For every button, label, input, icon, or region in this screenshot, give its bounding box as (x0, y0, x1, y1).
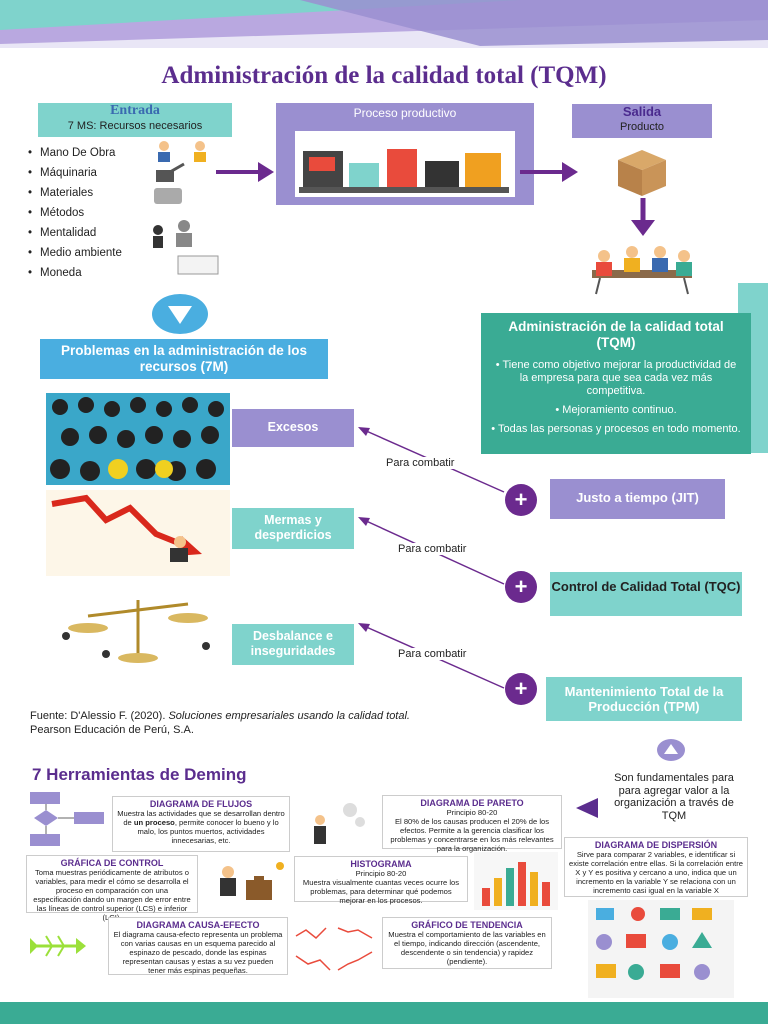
tool-histograma: Histograma Principio 80-20 Muestra visua… (294, 856, 468, 905)
trend-illustration (295, 927, 373, 971)
problem-label-excesos: Excesos (232, 409, 354, 447)
tool-title: Diagrama causa-efecto (136, 920, 260, 930)
histogram-illustration (474, 852, 558, 910)
list-item: Máquinaria (28, 163, 122, 183)
arrow-left-icon (576, 798, 598, 818)
combat-label: Para combatir (386, 457, 455, 469)
deming-title: 7 Herramientas de Deming (32, 765, 247, 784)
tool-title: Gráfica de control (60, 858, 164, 868)
tqm-bullet: • Mejoramiento continuo. (555, 404, 677, 416)
plus-icon: + (505, 571, 537, 603)
plus-icon: + (505, 484, 537, 516)
tool-subtitle: Principio 80-20 (446, 808, 498, 817)
list-item: Moneda (28, 263, 122, 283)
tqm-bullet: • Todas las personas y procesos en todo … (491, 423, 741, 435)
source-prefix: Fuente: D'Alessio F. (2020). (30, 710, 169, 722)
solution-tqc: Control de Calidad Total (TQC) (550, 572, 742, 616)
proceso-title: Proceso productivo (353, 106, 457, 120)
solution-jit: Justo a tiempo (JIT) (550, 479, 725, 519)
tqm-bullet-text: Todas las personas y procesos en todo mo… (497, 423, 741, 435)
customers-icon (592, 246, 692, 295)
salida-box: Salida Producto (572, 104, 712, 138)
problemas-title: Problemas en la administración de los re… (40, 339, 328, 379)
flowchart-icon (30, 792, 104, 846)
tool-text: El 80% de los causas producen el 20% de … (390, 817, 554, 853)
combat-label: Para combatir (398, 648, 467, 660)
resources-icons (153, 141, 219, 275)
source-publisher: Pearson Educación de Perú, S.A. (30, 724, 194, 736)
solution-tpm: Mantenimiento Total de la Producción (TP… (546, 677, 742, 721)
entrada-subtitle: 7 MS: Recursos necesarios (67, 120, 203, 132)
tool-pareto: Diagrama de Pareto Principio 80-20 El 80… (382, 795, 562, 853)
chevron-up-icon (657, 739, 685, 761)
balance-scale-image (46, 580, 230, 672)
entrada-box: Entrada 7 MS: Recursos necesarios (38, 103, 232, 137)
tool-tendencia: Gráfico de tendencia Muestra el comporta… (382, 917, 552, 969)
tool-flujos: Diagrama de flujos Muestra las actividad… (112, 796, 290, 852)
problem-label-desbalance: Desbalance e inseguridades (232, 624, 354, 665)
tool-text: Toma muestras periódicamente de atributo… (33, 868, 191, 922)
salida-title: Salida (622, 104, 662, 119)
infographic-icons (588, 900, 734, 998)
tqm-bullet-text: Mejoramiento continuo. (562, 404, 677, 416)
tqm-box: Administración de la calidad total (TQM)… (481, 313, 751, 454)
salida-subtitle: Producto (619, 121, 665, 133)
deming-side-note: Son fundamentales para para agregar valo… (614, 772, 734, 822)
list-item: Mentalidad (28, 223, 122, 243)
control-illustration (220, 862, 284, 900)
list-item: Materiales (28, 183, 122, 203)
problem-label-mermas: Mermas y desperdicios (232, 508, 354, 549)
bottom-bar (0, 1002, 768, 1024)
tool-title: Diagrama de dispersión (594, 840, 718, 850)
proceso-box: Proceso productivo (276, 103, 534, 205)
product-box-icon (618, 150, 666, 196)
fishbone-icon (30, 935, 86, 957)
chevron-down-icon (152, 294, 208, 334)
tool-title: Gráfico de tendencia (411, 920, 523, 930)
crowd-image (46, 393, 230, 485)
tool-text: Sirve para comparar 2 variables, e ident… (569, 850, 743, 895)
list-item: Medio ambiente (28, 243, 122, 263)
falling-chart-image (46, 490, 230, 576)
tool-text-bold: un proceso (133, 818, 175, 827)
source-citation: Fuente: D'Alessio F. (2020). Soluciones … (30, 709, 410, 737)
top-banner (0, 0, 768, 48)
tool-text: Muestra las actividades que se desarroll… (117, 809, 285, 845)
tool-title: Histograma (350, 859, 412, 869)
arrow-right-icon (216, 162, 274, 182)
tool-text-part: , permite conocer lo bueno y lo malo, lo… (137, 818, 279, 845)
list-item: Mano De Obra (28, 143, 122, 163)
factory-icon (295, 131, 515, 197)
arrow-right-icon (520, 162, 578, 182)
pareto-illustration (314, 803, 365, 844)
tqm-bullet: • Tiene como objetivo mejorar la product… (495, 359, 737, 397)
tqm-title: Administración de la calidad total (TQM) (508, 319, 724, 350)
tool-control: Gráfica de control Toma muestras periódi… (26, 855, 198, 922)
tqm-bullet-text: Tiene como objetivo mejorar la productiv… (502, 359, 737, 397)
tool-text: Muestra el comportamiento de las variabl… (388, 930, 546, 966)
list-item: Métodos (28, 203, 122, 223)
page-title: Administración de la calidad total (TQM) (161, 62, 607, 89)
tool-causa-efecto: Diagrama causa-efecto El diagrama causa-… (108, 917, 288, 975)
tool-dispersion: Diagrama de dispersión Sirve para compar… (564, 837, 748, 897)
tool-text: Muestra visualmente cuantas veces ocurre… (302, 878, 460, 905)
entrada-title: Entrada (110, 103, 160, 118)
tool-subtitle: Principio 80-20 (355, 869, 407, 878)
source-title: Soluciones empresariales usando la calid… (168, 710, 410, 722)
plus-icon: + (505, 673, 537, 705)
tool-text: El diagrama causa-efecto representa un p… (113, 930, 283, 975)
tool-text-part: Muestra las actividades que se desarroll… (117, 809, 285, 827)
entrada-list: Mano De Obra Máquinaria Materiales Métod… (28, 143, 122, 283)
tool-title: Diagrama de flujos (149, 799, 253, 809)
tool-title: Diagrama de Pareto (420, 798, 524, 808)
combat-label: Para combatir (398, 543, 467, 555)
arrow-down-icon (631, 198, 655, 236)
